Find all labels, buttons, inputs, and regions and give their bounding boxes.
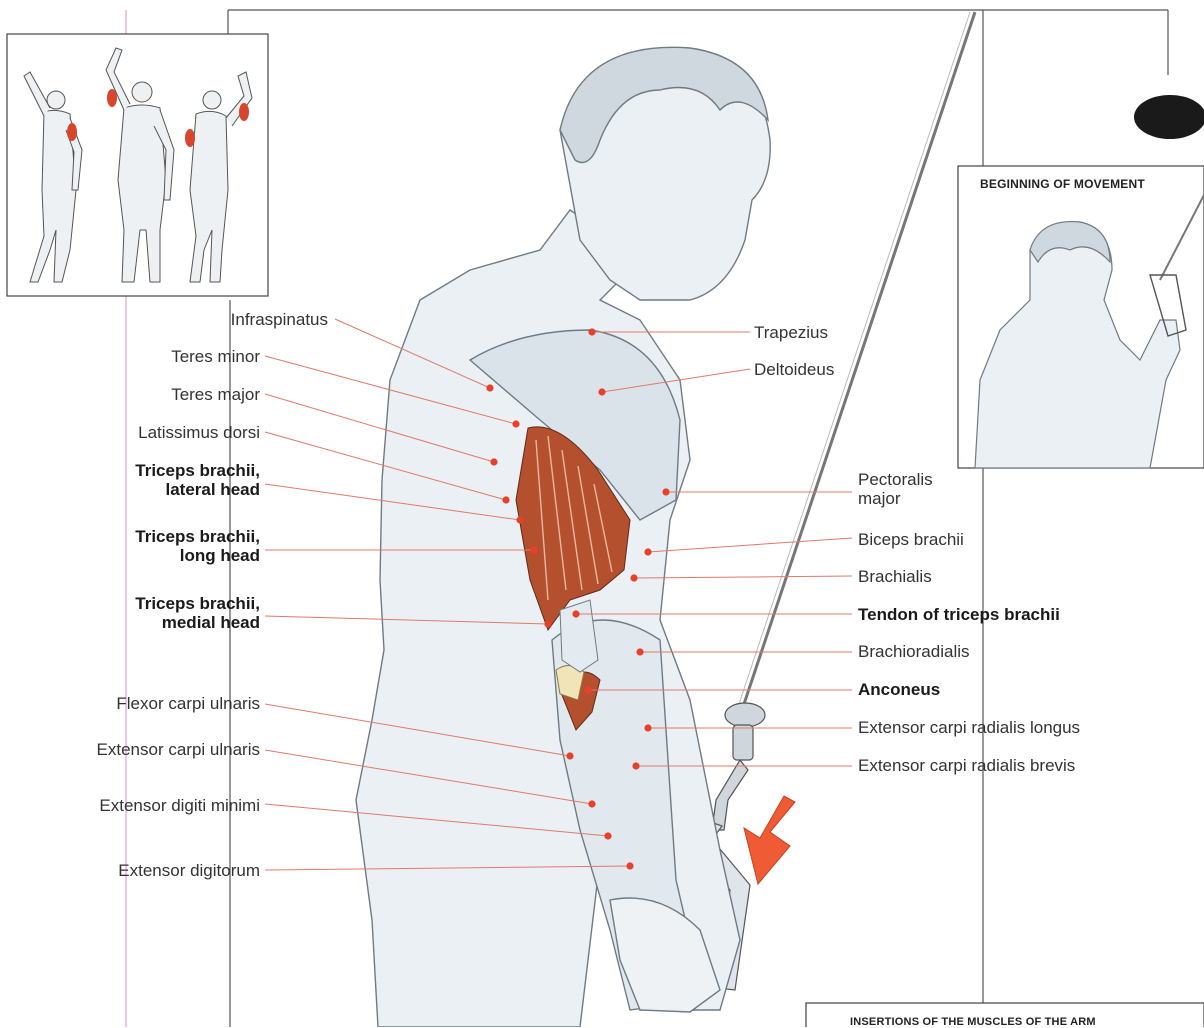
label-tendon-triceps: Tendon of triceps brachii <box>858 605 1060 624</box>
leader-dot-latissimus-dorsi <box>502 496 509 503</box>
leader-dot-triceps-lateral <box>516 516 523 523</box>
label-trapezius: Trapezius <box>754 323 828 342</box>
thumbnail-figures-box <box>7 34 268 296</box>
label-brachioradialis: Brachioradialis <box>858 642 970 661</box>
label-triceps-lateral-line1: Triceps brachii, <box>40 461 260 480</box>
label-triceps-lateral-head: Triceps brachii, lateral head <box>40 461 260 499</box>
label-triceps-medial-head: Triceps brachii, medial head <box>40 594 260 632</box>
leader-dot-extensor-carpi-ulnaris <box>588 800 595 807</box>
leader-dot-biceps-brachii <box>644 548 651 555</box>
label-biceps-brachii: Biceps brachii <box>858 530 964 549</box>
leader-dot-teres-minor <box>512 420 519 427</box>
leader-dot-triceps-medial <box>544 620 551 627</box>
leader-dot-brachialis <box>630 574 637 581</box>
label-infraspinatus: Infraspinatus <box>120 310 328 329</box>
leader-dot-infraspinatus <box>486 384 493 391</box>
leader-dot-trapezius <box>588 328 595 335</box>
label-extensor-carpi-ulnaris: Extensor carpi ulnaris <box>20 740 260 759</box>
leader-dot-teres-major <box>490 458 497 465</box>
leader-dot-flexor-carpi-ulnaris <box>566 752 573 759</box>
leader-dot-pectoralis-major <box>662 488 669 495</box>
leader-dot-tendon-triceps <box>572 610 579 617</box>
leader-line-brachialis <box>634 576 852 578</box>
label-triceps-medial-line1: Triceps brachii, <box>40 594 260 613</box>
label-flexor-carpi-ulnaris: Flexor carpi ulnaris <box>20 694 260 713</box>
inset-beginning-title: BEGINNING OF MOVEMENT <box>980 177 1145 191</box>
label-ecr-brevis: Extensor carpi radialis brevis <box>858 756 1075 775</box>
label-pectoralis-line2: major <box>858 489 933 508</box>
page-tab-marker <box>1134 95 1204 139</box>
label-latissimus-dorsi: Latissimus dorsi <box>50 423 260 442</box>
label-ecr-longus: Extensor carpi radialis longus <box>858 718 1080 737</box>
leader-line-biceps-brachii <box>648 538 852 552</box>
label-triceps-long-line1: Triceps brachii, <box>40 527 260 546</box>
leader-dot-extensor-digitorum <box>626 862 633 869</box>
arrow-down-icon <box>744 796 795 884</box>
label-extensor-digitorum: Extensor digitorum <box>20 861 260 880</box>
leader-dot-triceps-long <box>530 546 537 553</box>
inset-insertions-title: INSERTIONS OF THE MUSCLES OF THE ARM <box>850 1016 1096 1028</box>
leader-dot-extensor-digiti-minimi <box>604 832 611 839</box>
label-deltoideus: Deltoideus <box>754 360 834 379</box>
leader-dot-ecr-brevis <box>632 762 639 769</box>
label-teres-major: Teres major <box>50 385 260 404</box>
leader-dot-brachioradialis <box>636 648 643 655</box>
label-triceps-long-head: Triceps brachii, long head <box>40 527 260 565</box>
label-teres-minor: Teres minor <box>50 347 260 366</box>
label-anconeus: Anconeus <box>858 680 940 699</box>
label-pectoralis-line1: Pectoralis <box>858 470 933 489</box>
label-triceps-lateral-line2: lateral head <box>40 480 260 499</box>
label-triceps-medial-line2: medial head <box>40 613 260 632</box>
label-extensor-digiti-minimi: Extensor digiti minimi <box>20 796 260 815</box>
label-triceps-long-line2: long head <box>40 546 260 565</box>
label-brachialis: Brachialis <box>858 567 932 586</box>
label-pectoralis-major: Pectoralis major <box>858 470 933 508</box>
leader-dot-ecr-longus <box>644 724 651 731</box>
beginning-of-movement-inset <box>958 166 1204 468</box>
leader-dot-deltoideus <box>598 388 605 395</box>
leader-dot-anconeus <box>584 686 591 693</box>
